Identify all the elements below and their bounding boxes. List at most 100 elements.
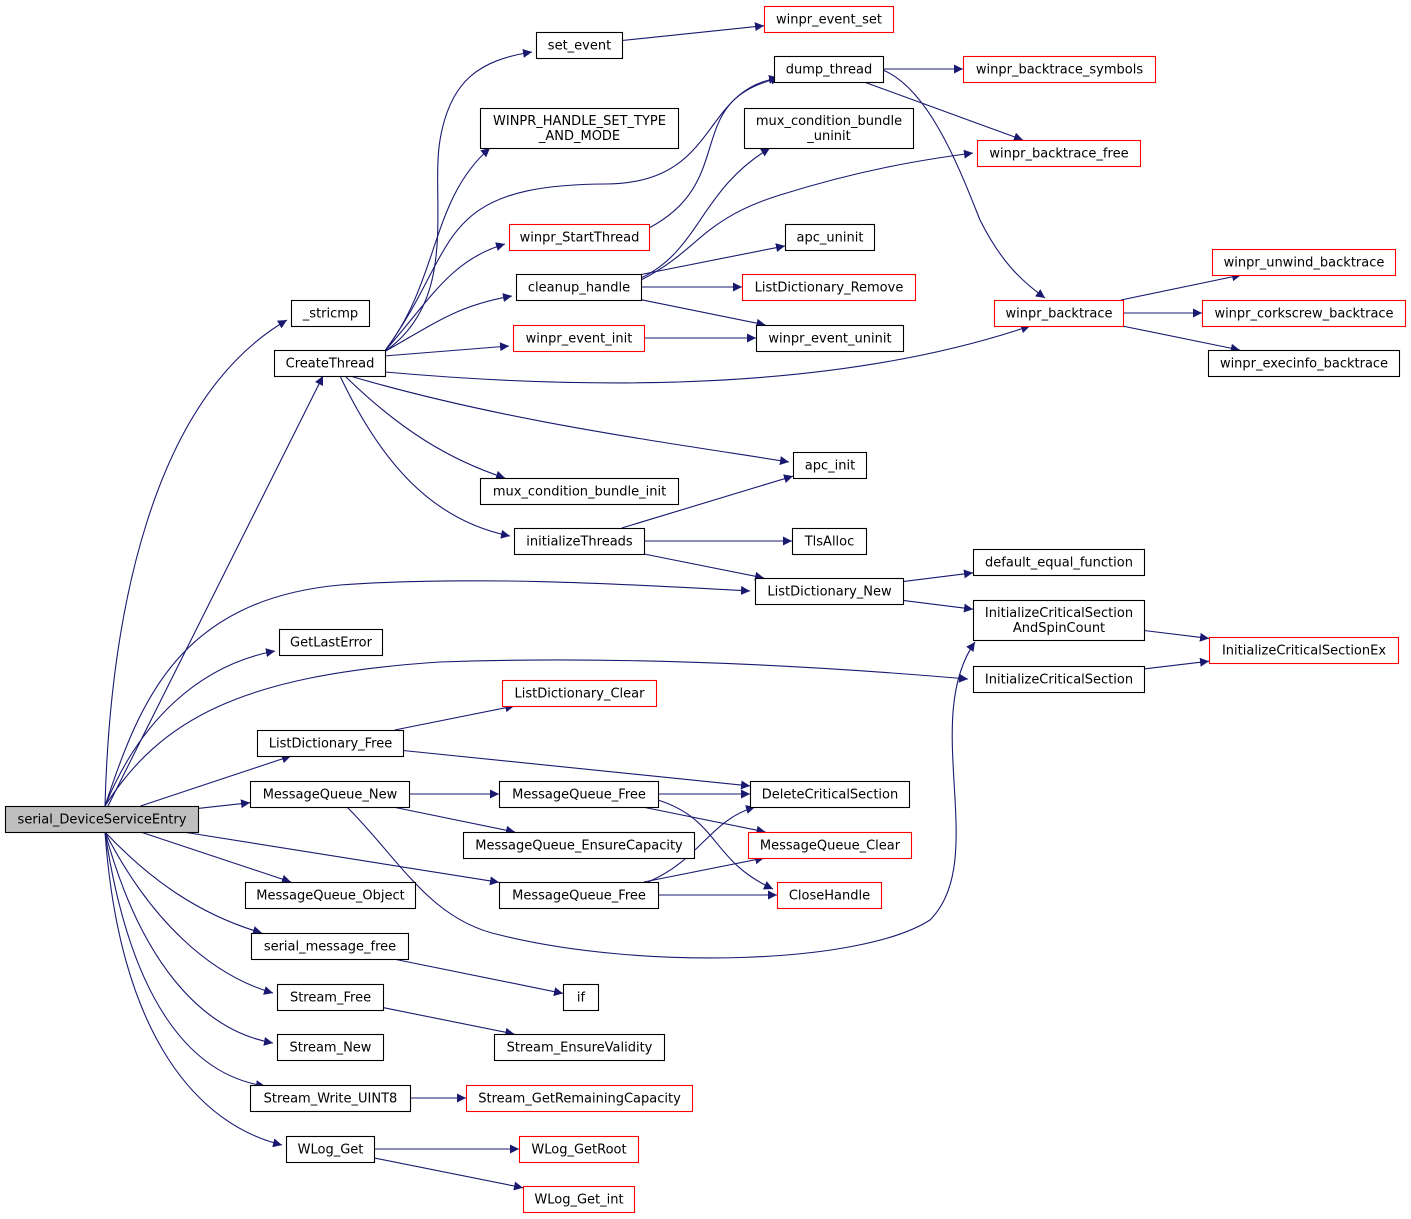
node-listdictionary-clear[interactable]: ListDictionary_Clear <box>501 679 658 708</box>
node-label: _AND_MODE <box>538 129 620 144</box>
node-box <box>1201 299 1407 328</box>
node-box <box>791 527 868 556</box>
node-box <box>518 1135 640 1164</box>
node-winpr-event-uninit[interactable]: winpr_event_uninit <box>755 324 905 353</box>
node-label: winpr_backtrace_symbols <box>976 63 1143 78</box>
node-messagequeue-ensurecapacity[interactable]: MessageQueue_EnsureCapacity <box>462 831 696 860</box>
node-if[interactable]: if <box>562 983 600 1012</box>
node-box <box>465 1084 694 1113</box>
node-box <box>1208 636 1400 665</box>
node-mux-condition-bundle-uninit[interactable]: mux_condition_bundle_uninit <box>743 107 915 150</box>
node-set-event[interactable]: set_event <box>535 31 624 60</box>
node-messagequeue-object[interactable]: MessageQueue_Object <box>244 881 417 910</box>
node-tlsalloc[interactable]: TlsAlloc <box>791 527 868 556</box>
node-box <box>522 1185 636 1214</box>
node-mux-condition-bundle-init[interactable]: mux_condition_bundle_init <box>479 477 680 506</box>
node--stricmp[interactable]: _stricmp <box>290 299 371 328</box>
edge-serial_DeviceServiceEntry-to-MessageQueue_Free_b <box>183 831 500 886</box>
node-label: winpr_event_set <box>776 13 882 28</box>
node-initializecriticalsection[interactable]: InitializeCriticalSection <box>972 665 1146 694</box>
node-initializecriticalsectionex[interactable]: InitializeCriticalSectionEx <box>1208 636 1400 665</box>
node-label: AndSpinCount <box>1013 621 1105 636</box>
node-stream-getremainingcapacity[interactable]: Stream_GetRemainingCapacity <box>465 1084 694 1113</box>
node-winpr-backtrace-free[interactable]: winpr_backtrace_free <box>976 139 1142 168</box>
edge-initializeThreads-to-ListDictionary_New <box>643 553 765 581</box>
node-winpr-corkscrew-backtrace[interactable]: winpr_corkscrew_backtrace <box>1201 299 1407 328</box>
edge-serial_DeviceServiceEntry-to-InitializeCriticalSection <box>104 659 969 807</box>
node-label: Stream_Write_UINT8 <box>264 1092 398 1107</box>
node-apc-init[interactable]: apc_init <box>792 451 868 480</box>
edge-CreateThread-to-apc_init <box>349 375 790 466</box>
node-box <box>479 477 680 506</box>
node-label: CloseHandle <box>789 889 870 904</box>
node-serial-deviceserviceentry[interactable]: serial_DeviceServiceEntry <box>4 805 200 834</box>
edge-CreateThread-to-winpr_StartThread <box>383 242 506 353</box>
node-stream-ensurevalidity[interactable]: Stream_EnsureValidity <box>493 1033 666 1062</box>
node-winpr-unwind-backtrace[interactable]: winpr_unwind_backtrace <box>1211 248 1397 277</box>
node-winpr-execinfo-backtrace[interactable]: winpr_execinfo_backtrace <box>1207 349 1401 378</box>
node-wlog-getroot[interactable]: WLog_GetRoot <box>518 1135 640 1164</box>
edge-cleanup_handle-to-winpr_event_uninit <box>640 299 766 328</box>
node-label: if <box>577 991 586 1006</box>
node-initializethreads[interactable]: initializeThreads <box>513 527 646 556</box>
node-default-equal-function[interactable]: default_equal_function <box>972 548 1146 577</box>
node-label: apc_init <box>805 459 855 474</box>
edge-cleanup_handle-to-mux_condition_bundle_uninit <box>640 147 771 279</box>
node-listdictionary-new[interactable]: ListDictionary_New <box>754 577 905 606</box>
node-listdictionary-remove[interactable]: ListDictionary_Remove <box>741 273 917 302</box>
node-stream-free[interactable]: Stream_Free <box>276 983 385 1012</box>
node-stream-new[interactable]: Stream_New <box>276 1033 385 1062</box>
edge-MessageQueue_Free_b-to-DeleteCriticalSection <box>647 805 756 883</box>
node-messagequeue-clear[interactable]: MessageQueue_Clear <box>747 831 913 860</box>
node-label: GetLastError <box>290 636 373 651</box>
node-label: cleanup_handle <box>528 281 630 296</box>
node-createthread[interactable]: CreateThread <box>273 349 387 378</box>
node-winpr-backtrace-symbols[interactable]: winpr_backtrace_symbols <box>962 55 1157 84</box>
node-wlog-get[interactable]: WLog_Get <box>285 1135 376 1164</box>
node-box <box>993 299 1125 328</box>
node-serial-message-free[interactable]: serial_message_free <box>250 932 410 961</box>
node-closehandle[interactable]: CloseHandle <box>776 881 883 910</box>
node-winpr-backtrace[interactable]: winpr_backtrace <box>993 299 1125 328</box>
node-box <box>462 831 696 860</box>
node-wlog-get-int[interactable]: WLog_Get_int <box>522 1185 636 1214</box>
edge-serial_DeviceServiceEntry-to-MessageQueue_New <box>197 799 251 809</box>
edge-CreateThread-to-initializeThreads <box>339 375 511 539</box>
node-box <box>498 881 660 910</box>
node-label: winpr_unwind_backtrace <box>1224 256 1385 271</box>
edge-MessageQueue_Free_b-to-MessageQueue_Clear <box>643 855 765 883</box>
node-winpr-event-init[interactable]: winpr_event_init <box>512 324 646 353</box>
node-messagequeue-free-b[interactable]: MessageQueue_Free <box>498 881 660 910</box>
edge-serial_DeviceServiceEntry-to-GetLastError <box>104 648 276 807</box>
edge-winpr_StartThread-to-dump_thread <box>648 75 781 229</box>
node-label: MessageQueue_Free <box>512 788 646 803</box>
node-label: mux_condition_bundle_init <box>493 485 666 500</box>
node-dump-thread[interactable]: dump_thread <box>773 55 885 84</box>
edge-WLog_Get-to-WLog_Get_int <box>373 1157 524 1191</box>
node-label: Stream_GetRemainingCapacity <box>478 1092 681 1107</box>
node-cleanup-handle[interactable]: cleanup_handle <box>515 273 643 302</box>
node-winpr-event-set[interactable]: winpr_event_set <box>763 5 895 34</box>
node-winpr-startthread[interactable]: winpr_StartThread <box>508 223 651 252</box>
node-box <box>249 780 411 809</box>
node-box <box>1207 349 1401 378</box>
node-label: DeleteCriticalSection <box>762 788 898 803</box>
edges-layer <box>104 22 1242 1191</box>
node-messagequeue-free-a[interactable]: MessageQueue_Free <box>498 780 660 809</box>
node-getlasterror[interactable]: GetLastError <box>278 628 384 657</box>
node-listdictionary-free[interactable]: ListDictionary_Free <box>256 729 405 758</box>
node-winpr-handle-set-type-and-mode[interactable]: WINPR_HANDLE_SET_TYPE_AND_MODE <box>479 107 680 150</box>
node-box <box>763 5 895 34</box>
node-label: winpr_event_init <box>526 332 633 347</box>
node-box <box>962 55 1157 84</box>
node-messagequeue-new[interactable]: MessageQueue_New <box>249 780 411 809</box>
node-stream-write-uint8[interactable]: Stream_Write_UINT8 <box>249 1084 412 1113</box>
node-apc-uninit[interactable]: apc_uninit <box>784 223 876 252</box>
node-label: MessageQueue_Clear <box>760 839 901 854</box>
node-label: Stream_Free <box>290 991 371 1006</box>
node-label: default_equal_function <box>985 556 1133 571</box>
node-deletecriticalsection[interactable]: DeleteCriticalSection <box>749 780 911 809</box>
node-label: _stricmp <box>302 307 358 322</box>
node-box <box>755 324 905 353</box>
